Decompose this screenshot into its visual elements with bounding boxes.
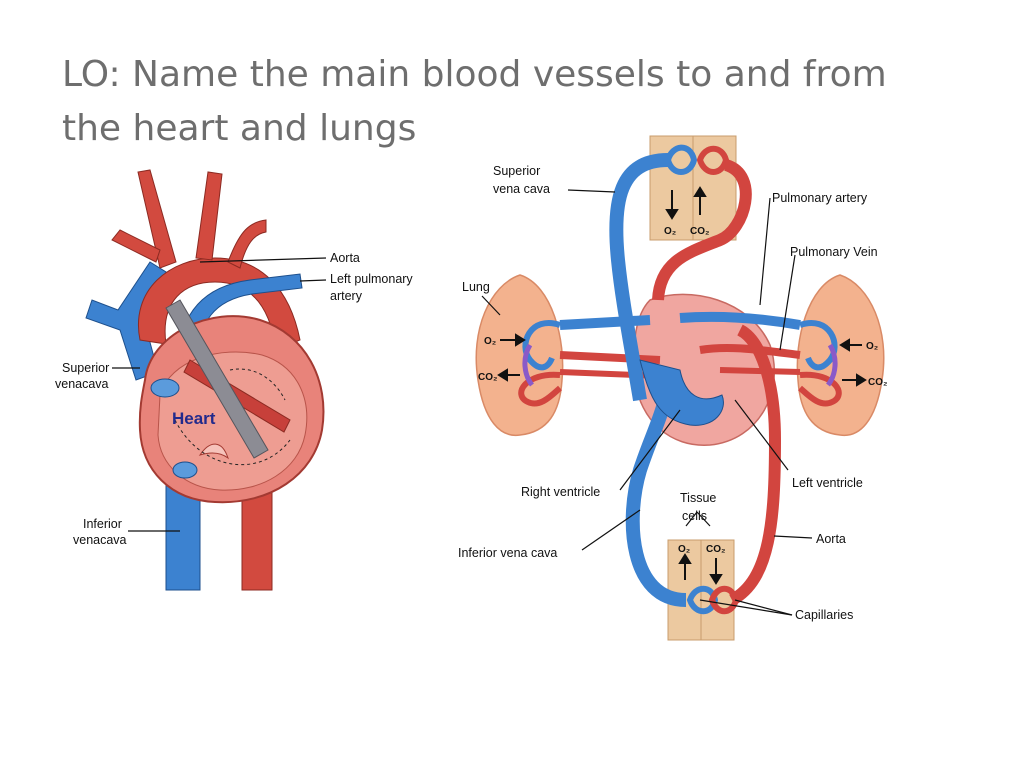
slide-title: LO: Name the main blood vessels to and f… <box>62 48 962 156</box>
flow-line-1 <box>174 419 291 466</box>
leader-superior-vena-cava <box>567 189 616 193</box>
gas-co2-left-lung: CO₂ <box>478 372 497 383</box>
superior-vena-cava <box>609 153 669 402</box>
label-inferior-vena-cava: Inferior vena cava <box>458 546 557 560</box>
left-lung-red-loop <box>518 371 562 407</box>
label-pulmonary-artery: Pulmonary artery <box>772 191 868 205</box>
pulmonary-artery-to-right-lung <box>679 311 801 330</box>
label-tissue-cells-1: Tissue <box>680 491 716 505</box>
left-lung <box>475 274 564 437</box>
aorta-leader <box>199 257 327 263</box>
label-superior-vc-2: venacava <box>55 377 109 391</box>
left-lung-blue-loop <box>522 320 561 371</box>
gas-o2-top: O₂ <box>664 226 676 237</box>
gas-arrows <box>497 186 867 585</box>
gas-co2-bottom: CO₂ <box>706 544 725 555</box>
internal-grey-tube <box>165 299 269 459</box>
gas-o2-left-lung: O₂ <box>484 336 496 347</box>
leader-pulmonary-artery <box>759 197 771 306</box>
label-superior-vena-cava-1: Superior <box>493 164 540 178</box>
label-inferior-vc-2: venacava <box>73 533 127 547</box>
leader-right-ventricle <box>619 409 681 491</box>
right-lung-blue-loop <box>799 320 838 371</box>
leader-left-ventricle <box>734 399 789 471</box>
pulmonary-vein-from-left-lung <box>559 351 661 364</box>
right-lung-purple <box>825 343 838 387</box>
leader-tissue-cells-2 <box>696 511 711 527</box>
pulmonary-vein-left-2 <box>559 369 661 379</box>
leader-capillaries-2 <box>734 599 793 616</box>
valve-shape <box>198 443 229 460</box>
label-left-pulmonary-2: artery <box>330 289 363 303</box>
right-atrium-blue <box>150 378 180 398</box>
pulmonary-artery-to-left-lung <box>559 315 651 330</box>
flow-line-2 <box>229 368 286 401</box>
leader-inferior-vena-cava <box>581 509 641 551</box>
label-right-ventricle: Right ventricle <box>521 485 600 499</box>
leader-lung <box>481 295 501 316</box>
left-lung-purple <box>522 343 535 387</box>
label-inferior-vc-1: Inferior <box>83 517 122 531</box>
leader-pulmonary-vein <box>779 254 796 351</box>
top-capillary-blue <box>664 144 698 175</box>
right-ventricle-shape <box>639 359 724 426</box>
inferior-vena-cava <box>625 398 687 607</box>
label-capillaries: Capillaries <box>795 608 853 622</box>
gas-co2-top: CO₂ <box>690 226 709 237</box>
label-pulmonary-vein: Pulmonary Vein <box>790 245 878 259</box>
circulation-diagram: O₂ CO₂ O₂ CO₂ O₂ CO₂ O₂ CO₂ Superior ven… <box>458 135 887 641</box>
label-tissue-cells-2: cells <box>682 509 707 523</box>
label-left-pulmonary-1: Left pulmonary <box>330 272 413 286</box>
title-line-2: the heart and lungs <box>62 108 417 149</box>
heart-label: Heart <box>172 409 216 428</box>
label-aorta-left: Aorta <box>330 251 360 265</box>
gas-o2-right-lung: O₂ <box>866 341 878 352</box>
gas-o2-bottom: O₂ <box>678 544 690 555</box>
title-line-1: LO: Name the main blood vessels to and f… <box>62 54 887 95</box>
label-aorta-right: Aorta <box>816 532 846 546</box>
pulmonary-vein-from-right-lung <box>699 343 801 359</box>
label-left-ventricle: Left ventricle <box>792 476 863 490</box>
leader-aorta-right <box>773 535 813 539</box>
heart-diagram: Heart Aorta Left pulmonary artery Superi… <box>55 169 413 591</box>
aorta-branch-1 <box>137 169 177 269</box>
leader-tissue-cells-1 <box>685 511 698 527</box>
left-pulm-artery-leader <box>299 279 327 282</box>
label-superior-vena-cava-2: vena cava <box>493 182 550 196</box>
aorta-upward <box>652 159 752 301</box>
pulmonary-vein-right-2 <box>719 367 801 375</box>
aorta-branch-3 <box>227 219 267 269</box>
top-capillary-red <box>696 145 730 175</box>
aorta-branch-2 <box>195 171 223 261</box>
aorta-downward <box>728 324 782 606</box>
inferior-vc-opening <box>172 461 198 479</box>
gas-co2-right-lung: CO₂ <box>868 377 887 388</box>
right-lung-red-loop <box>798 371 842 407</box>
label-lung: Lung <box>462 280 490 294</box>
leader-capillaries-1 <box>699 599 793 616</box>
aorta-branch-4 <box>111 229 161 263</box>
right-lung <box>796 274 885 437</box>
label-superior-vc-1: Superior <box>62 361 109 375</box>
